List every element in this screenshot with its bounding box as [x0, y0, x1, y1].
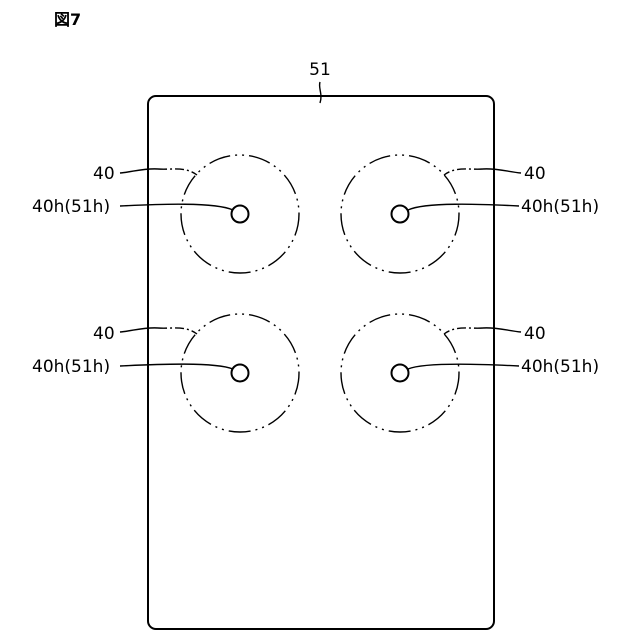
- unit-bottom-right: 40 40h(51h): [341, 314, 599, 432]
- hole-label: 40h(51h): [32, 197, 110, 217]
- unit-label: 40: [524, 324, 546, 344]
- hole-leader-line: [408, 204, 519, 210]
- unit-label: 40: [93, 324, 115, 344]
- hole-leader-line: [408, 364, 519, 369]
- hole: [392, 365, 409, 382]
- unit-leader-line: [120, 169, 158, 173]
- unit-top-left: 40 40h(51h): [32, 155, 299, 273]
- unit-leader-line: [120, 328, 158, 332]
- unit-leader-line: [483, 169, 521, 173]
- unit-leader-line-dashed: [444, 328, 483, 334]
- hole-leader-line: [120, 364, 233, 369]
- unit-leader-line-dashed: [444, 169, 483, 175]
- plate-label: 51: [309, 60, 331, 80]
- hole: [232, 206, 249, 223]
- hole-leader-line: [120, 204, 233, 210]
- unit-top-right: 40 40h(51h): [341, 155, 599, 273]
- figure-label: 図7: [54, 10, 81, 29]
- hole: [232, 365, 249, 382]
- unit-bottom-left: 40 40h(51h): [32, 314, 299, 432]
- hole: [392, 206, 409, 223]
- unit-leader-line-dashed: [158, 328, 197, 334]
- unit-leader-line-dashed: [158, 169, 197, 175]
- hole-label: 40h(51h): [521, 357, 599, 377]
- hole-label: 40h(51h): [521, 197, 599, 217]
- plate-51: [148, 96, 494, 629]
- unit-leader-line: [483, 328, 521, 332]
- unit-label: 40: [93, 164, 115, 184]
- plate-leader-line: [320, 82, 321, 103]
- hole-label: 40h(51h): [32, 357, 110, 377]
- unit-label: 40: [524, 164, 546, 184]
